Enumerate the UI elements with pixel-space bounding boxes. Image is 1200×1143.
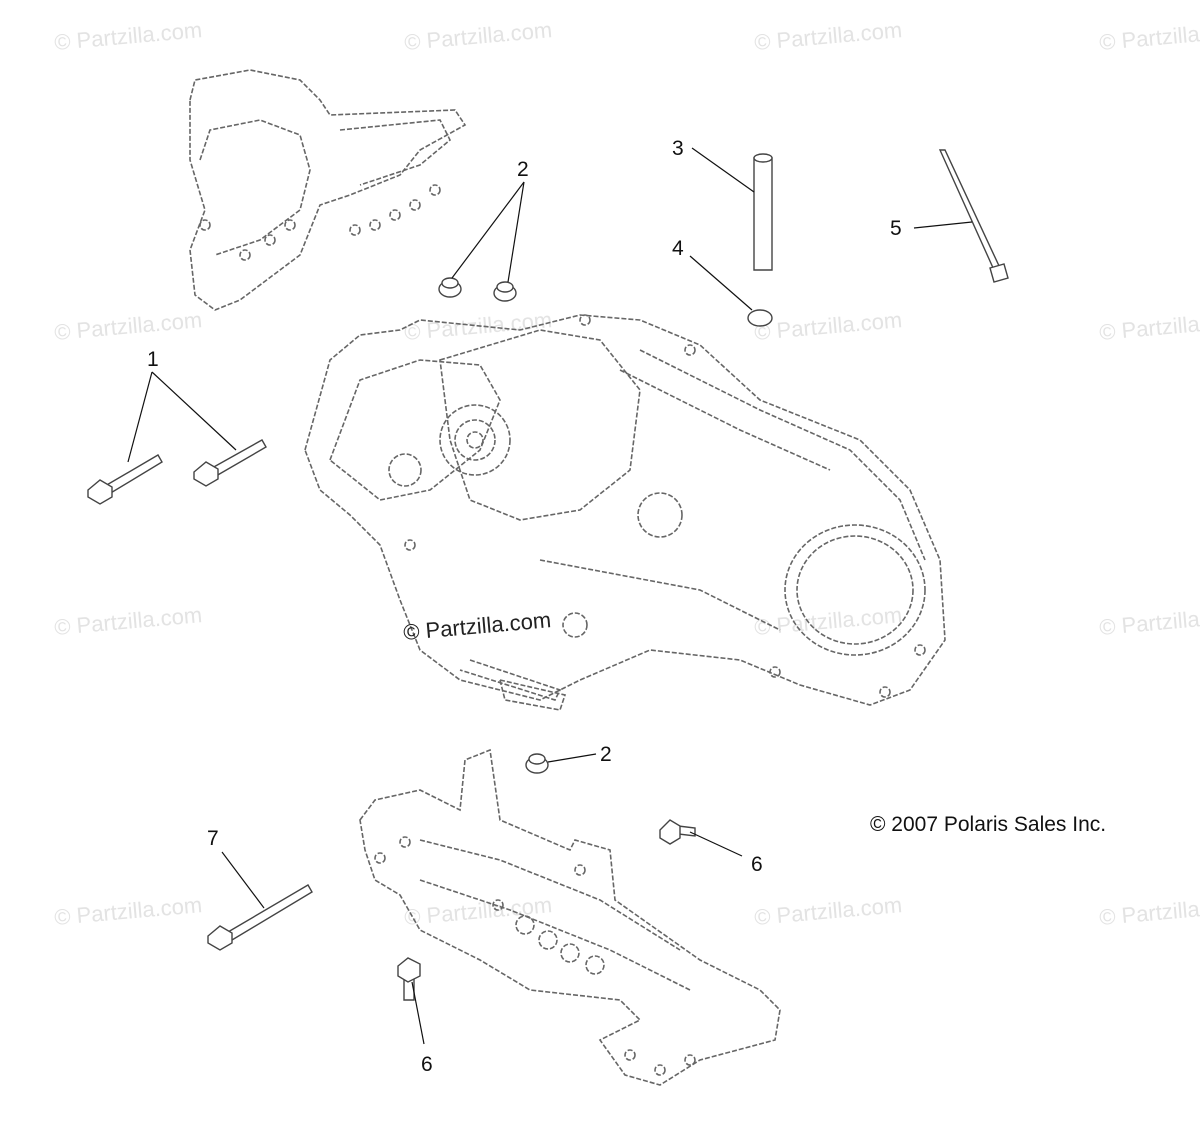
leader-line-6a (689, 831, 743, 857)
nut-part-2b (493, 281, 517, 302)
watermark-text: © Partzilla.com (753, 892, 903, 930)
watermark-text: © Partzilla.com (1098, 17, 1200, 55)
center-watermark: © Partzilla.com (402, 607, 552, 645)
watermark-text: © Partzilla.com (753, 17, 903, 55)
copyright-notice: © 2007 Polaris Sales Inc. (870, 813, 1106, 836)
clip-part-4 (747, 309, 773, 327)
callout-labels: 1 2 2 3 4 5 6 6 7 (147, 137, 902, 1076)
leader-line-4 (689, 255, 753, 311)
watermark-text: © Partzilla.com (753, 307, 903, 345)
nut-part-2a (438, 277, 462, 298)
watermark-text: © Partzilla.com (1098, 307, 1200, 345)
watermark-text: © Partzilla.com (53, 892, 203, 930)
watermark-text: © Partzilla.com (403, 17, 553, 55)
callout-2-bottom: 2 (600, 743, 612, 766)
lower-mount-frame (359, 748, 781, 1086)
watermark-text: © Partzilla.com (1098, 602, 1200, 640)
watermark-layer: © Partzilla.com © Partzilla.com © Partzi… (53, 17, 1200, 930)
leader-line-6b (411, 981, 425, 1045)
leader-lines (127, 147, 973, 1045)
callout-4: 4 (672, 237, 684, 260)
bolt-part-1b (193, 439, 267, 487)
nut-part-2c (525, 753, 549, 774)
callout-6-bottom: 6 (421, 1053, 433, 1076)
leader-line-5 (913, 221, 973, 229)
watermark-text: © Partzilla.com (753, 602, 903, 640)
bolt-part-7 (207, 884, 313, 951)
leader-line-1a (127, 371, 153, 463)
watermark-text: © Partzilla.com (1098, 892, 1200, 930)
leader-line-1b (151, 371, 237, 451)
leader-line-2b (507, 181, 525, 283)
leader-line-2a (451, 181, 525, 279)
leader-line-3 (691, 147, 755, 193)
watermark-text: © Partzilla.com (53, 602, 203, 640)
watermark-text: © Partzilla.com (403, 892, 553, 930)
upper-mount-bracket (189, 69, 467, 311)
tube-part-3 (753, 153, 773, 271)
callout-2-top: 2 (517, 158, 529, 181)
watermark-text: © Partzilla.com (53, 307, 203, 345)
bolt-part-1a (87, 454, 163, 505)
leader-line-7 (221, 851, 265, 909)
bolt-part-6a (659, 819, 696, 845)
callout-3: 3 (672, 137, 684, 160)
bolt-part-6b (397, 957, 421, 1001)
callout-1: 1 (147, 348, 159, 371)
callout-5: 5 (890, 217, 902, 240)
callout-7: 7 (207, 827, 219, 850)
leader-line-2c (547, 753, 597, 763)
transmission-housing (304, 314, 946, 711)
watermark-text: © Partzilla.com (53, 17, 203, 55)
long-bolt-part-5 (938, 149, 1009, 283)
hardware-parts (87, 149, 1009, 1001)
callout-6-right: 6 (751, 853, 763, 876)
